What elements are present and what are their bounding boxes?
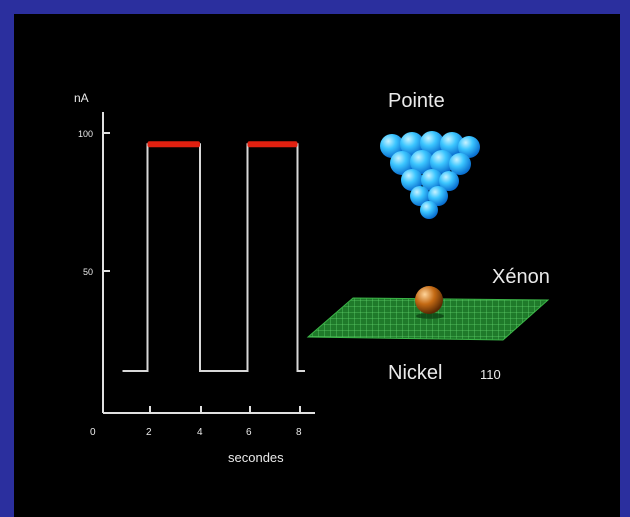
high-current-marker-1 bbox=[147, 141, 200, 148]
x-tick-8: 8 bbox=[296, 427, 302, 438]
tip-atoms-icon bbox=[380, 131, 480, 219]
nickel-label: Nickel bbox=[388, 362, 442, 384]
xenon-atom-icon bbox=[415, 286, 443, 314]
x-unit-label: secondes bbox=[228, 450, 284, 465]
x-tick-6: 6 bbox=[246, 427, 252, 438]
video-frame bbox=[14, 14, 620, 517]
y-unit-label: nA bbox=[74, 91, 89, 105]
x-tick-0: 0 bbox=[90, 427, 96, 438]
x-tick-4: 4 bbox=[197, 427, 203, 438]
xenon-label: Xénon bbox=[492, 266, 550, 288]
nickel-index-label: 110 bbox=[480, 367, 501, 382]
y-tick-100: 100 bbox=[78, 129, 93, 139]
tip-label: Pointe bbox=[388, 90, 445, 112]
xenon-shadow bbox=[416, 313, 444, 319]
y-tick-50: 50 bbox=[83, 267, 93, 277]
x-tick-2: 2 bbox=[146, 427, 152, 438]
high-current-markers bbox=[147, 141, 298, 148]
chart-axes bbox=[102, 112, 315, 414]
high-current-marker-2 bbox=[247, 141, 298, 148]
current-trace-line bbox=[122, 143, 305, 372]
nickel-surface-grid bbox=[306, 297, 550, 341]
